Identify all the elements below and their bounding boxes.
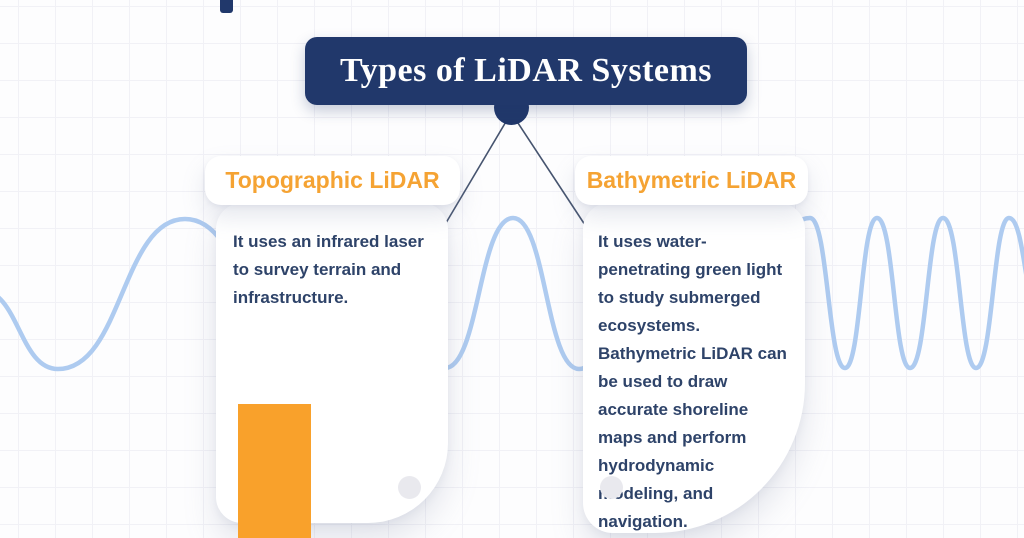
decor-navy-square [220, 0, 233, 13]
branch-label-topographic: Topographic LiDAR [205, 156, 460, 205]
branch-label-bathymetric: Bathymetric LiDAR [575, 156, 808, 205]
card-bathymetric-dot [600, 476, 623, 499]
card-bathymetric-description: It uses water-penetrating green light to… [598, 232, 787, 531]
card-bathymetric: It uses water-penetrating green light to… [583, 203, 805, 533]
card-topographic-description: It uses an infrared laser to survey terr… [233, 232, 424, 307]
decor-orange-block [238, 404, 311, 538]
branch-label-bathymetric-text: Bathymetric LiDAR [586, 167, 797, 193]
card-topographic-dot [398, 476, 421, 499]
page-title-banner: Types of LiDAR Systems [305, 37, 747, 105]
card-topographic: It uses an infrared laser to survey terr… [216, 203, 448, 523]
branch-label-topographic-text: Topographic LiDAR [225, 167, 440, 193]
page-title: Types of LiDAR Systems [339, 52, 713, 89]
